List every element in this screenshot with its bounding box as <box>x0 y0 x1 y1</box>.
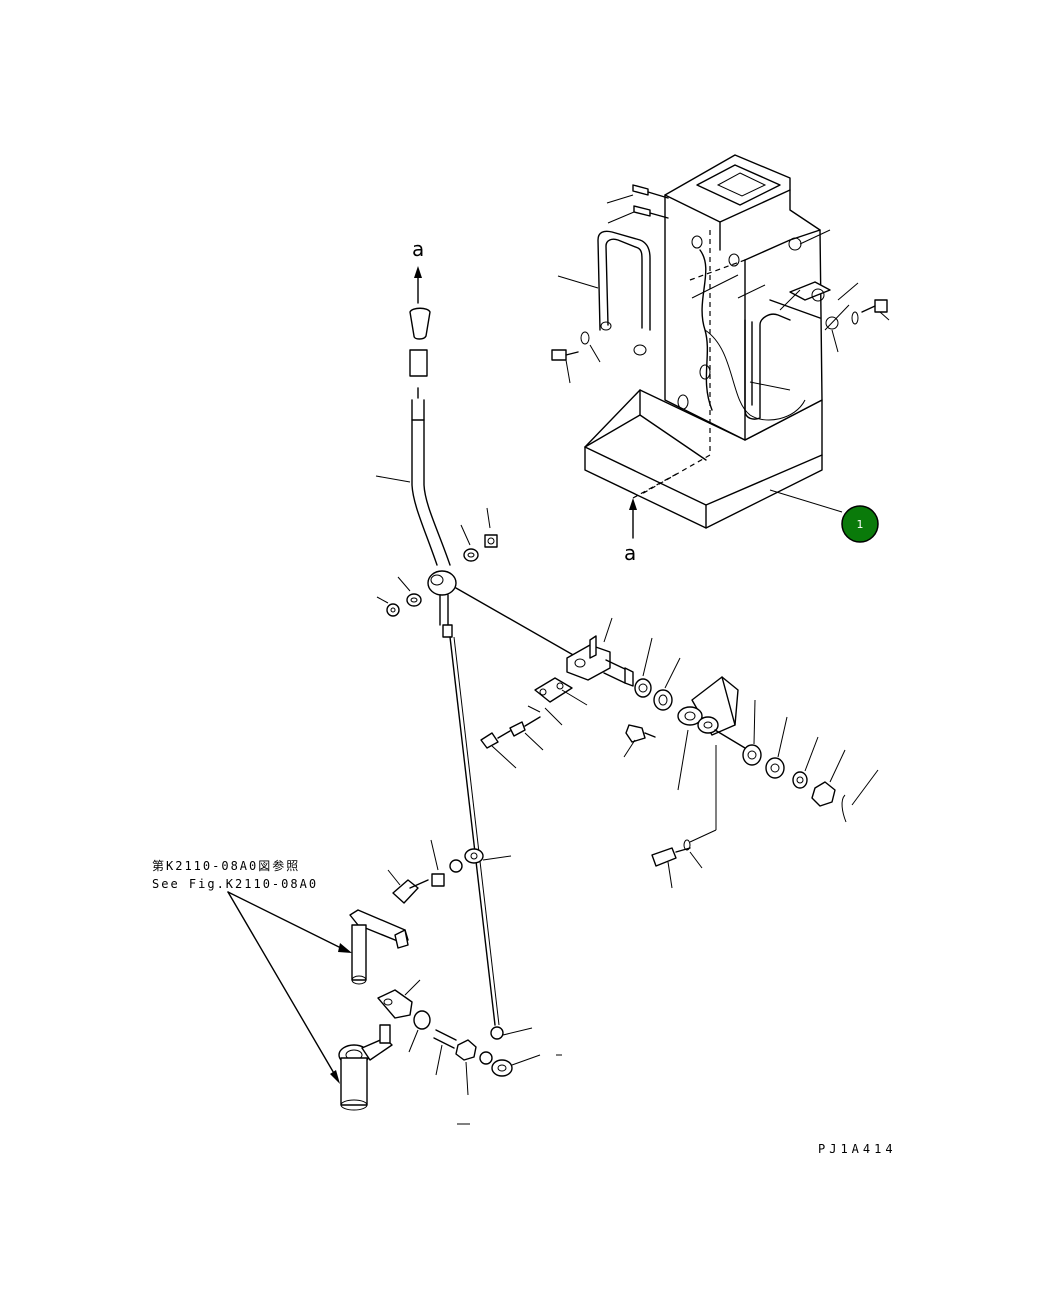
connector-label-bottom: a <box>624 541 636 565</box>
reference-note-japanese: 第K2110-08A0図参照 <box>152 858 300 873</box>
callout-marker[interactable] <box>841 505 879 543</box>
bottom-linkage <box>338 909 562 1125</box>
control-console <box>551 154 890 529</box>
reference-arrows <box>227 891 352 1084</box>
lever-washers <box>376 507 498 617</box>
figure-code: PJ1A414 <box>818 1142 897 1156</box>
shift-lever <box>375 266 500 1026</box>
reference-note-english: See Fig.K2110-08A0 <box>152 877 318 891</box>
mid-linkage <box>387 839 512 904</box>
connector-arrow-bottom <box>629 471 681 539</box>
pivot-assembly <box>455 587 681 769</box>
connector-label-top: a <box>412 237 424 261</box>
callout-number: 1 <box>857 518 864 531</box>
bracket-assembly <box>623 676 879 889</box>
part-callout-1[interactable]: 1 <box>769 489 879 543</box>
